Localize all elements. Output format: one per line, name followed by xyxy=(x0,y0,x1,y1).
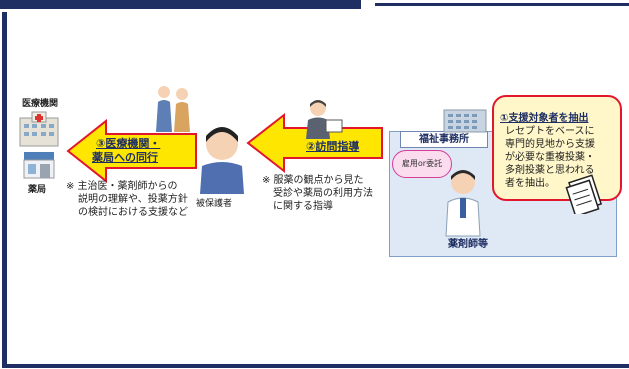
callout-line-2: 専門的見地から支援 xyxy=(505,139,595,150)
extraction-callout xyxy=(492,95,622,201)
pharmacist-label: 薬剤師等 xyxy=(448,239,488,250)
callout-title: ①支援対象者を抽出 xyxy=(500,113,589,124)
left-frame-bar xyxy=(2,12,7,368)
document-icon xyxy=(565,174,603,214)
callout-line-3: が必要な重複投薬・ xyxy=(505,152,595,163)
office-building-icon xyxy=(443,109,487,133)
hospital-icon xyxy=(19,111,59,147)
guidance-note-line-1: ※ 服薬の観点から見た xyxy=(262,175,364,186)
accompany-label-line-1: ③医療機関・ xyxy=(96,137,161,150)
guidance-note-line-2: 受診や薬局の利用方法 xyxy=(273,188,373,199)
header-rule xyxy=(375,3,629,6)
protected-person-label: 被保護者 xyxy=(196,199,233,209)
protected-person-figure xyxy=(200,127,244,194)
accompany-label-line-2: 薬局への同行 xyxy=(92,151,158,164)
employment-bubble: 雇用or委託 xyxy=(392,150,452,178)
pharmacy-icon xyxy=(23,152,55,179)
header-bar xyxy=(0,0,361,9)
callout-line-4: 多剤投薬と思われる xyxy=(505,165,595,176)
callout-line-1: レセプトをベースに xyxy=(505,126,595,137)
visit-guidance-arrow xyxy=(246,112,383,174)
elderly-couple-figure xyxy=(156,86,190,132)
pharmacist-figure xyxy=(445,170,481,237)
visit-guidance-label: ②訪問指導 xyxy=(306,140,360,153)
accompany-note-line-2: 説明の理解や、投薬方針 xyxy=(78,194,188,205)
accompany-note-line-1: ※ 主治医・薬剤師からの xyxy=(66,181,178,192)
accompany-arrow xyxy=(66,118,197,184)
pharmacy-label: 薬局 xyxy=(28,185,47,195)
bottom-frame-bar xyxy=(2,364,629,368)
staff-figure xyxy=(306,100,343,139)
callout-line-5: 者を抽出。 xyxy=(505,178,555,189)
medical-institution-label: 医療機関 xyxy=(22,99,59,109)
guidance-note-line-3: に関する指導 xyxy=(273,201,333,212)
accompany-note-line-3: の検討における支援など xyxy=(78,207,188,218)
